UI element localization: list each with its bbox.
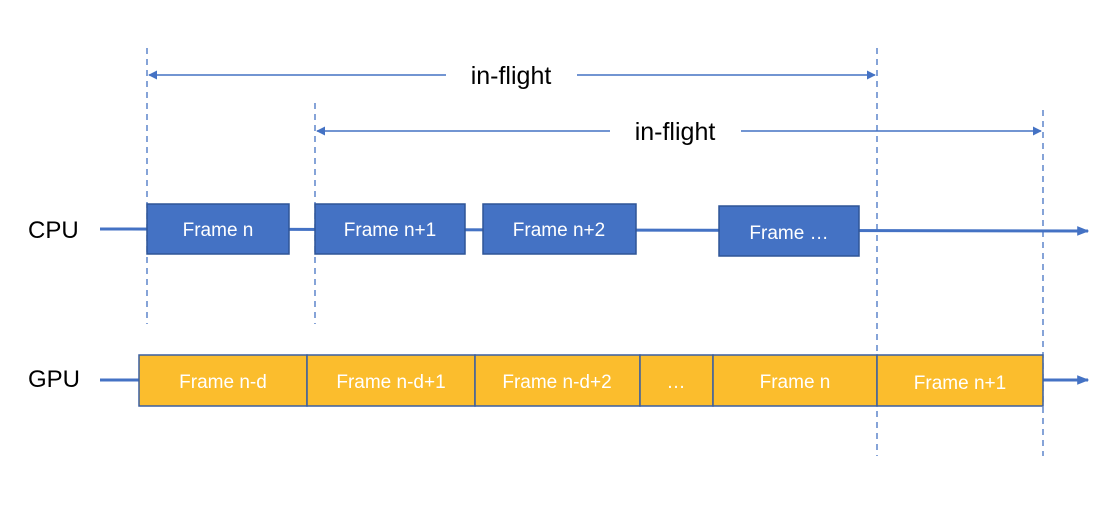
cpu-lane-label: CPU	[28, 217, 79, 244]
gpu-frame-label: Frame n+1	[914, 373, 1006, 394]
gpu-frame-box: Frame n-d+2	[474, 354, 641, 407]
gpu-lane: GPU Frame n-d Frame n-d+1 Frame n-d+2 … …	[28, 354, 1090, 407]
gpu-frame-label: Frame n-d+1	[336, 372, 445, 393]
cpu-frame-box: Frame …	[718, 205, 860, 257]
span-1-label: in-flight	[471, 62, 552, 90]
cpu-lane: CPU Frame n Frame n+1 Frame n+2 Frame …	[28, 203, 1090, 257]
cpu-frame-box: Frame n+2	[482, 203, 637, 255]
gpu-frame-label: …	[667, 372, 686, 393]
in-flight-span-1: in-flight	[148, 62, 876, 90]
gpu-frame-box: Frame n-d+1	[306, 354, 476, 407]
cpu-frame-box: Frame n+1	[314, 203, 466, 255]
gpu-frame-box: Frame n	[712, 354, 878, 407]
cpu-frame-box: Frame n	[146, 203, 290, 255]
cpu-frame-label: Frame n+1	[344, 220, 436, 241]
in-flight-span-2: in-flight	[316, 118, 1042, 146]
gpu-frame-label: Frame n-d	[179, 372, 267, 393]
cpu-frame-label: Frame n	[183, 220, 254, 241]
span-2-label: in-flight	[635, 118, 716, 146]
cpu-frame-label: Frame n+2	[513, 220, 605, 241]
gpu-frame-label: Frame n	[760, 372, 831, 393]
gpu-frame-box: …	[639, 354, 714, 407]
gpu-frame-box: Frame n+1	[876, 354, 1044, 407]
gpu-frame-label: Frame n-d+2	[502, 372, 611, 393]
cpu-frame-label: Frame …	[749, 223, 828, 244]
gpu-lane-label: GPU	[28, 366, 80, 393]
gpu-frame-box: Frame n-d	[138, 354, 308, 407]
